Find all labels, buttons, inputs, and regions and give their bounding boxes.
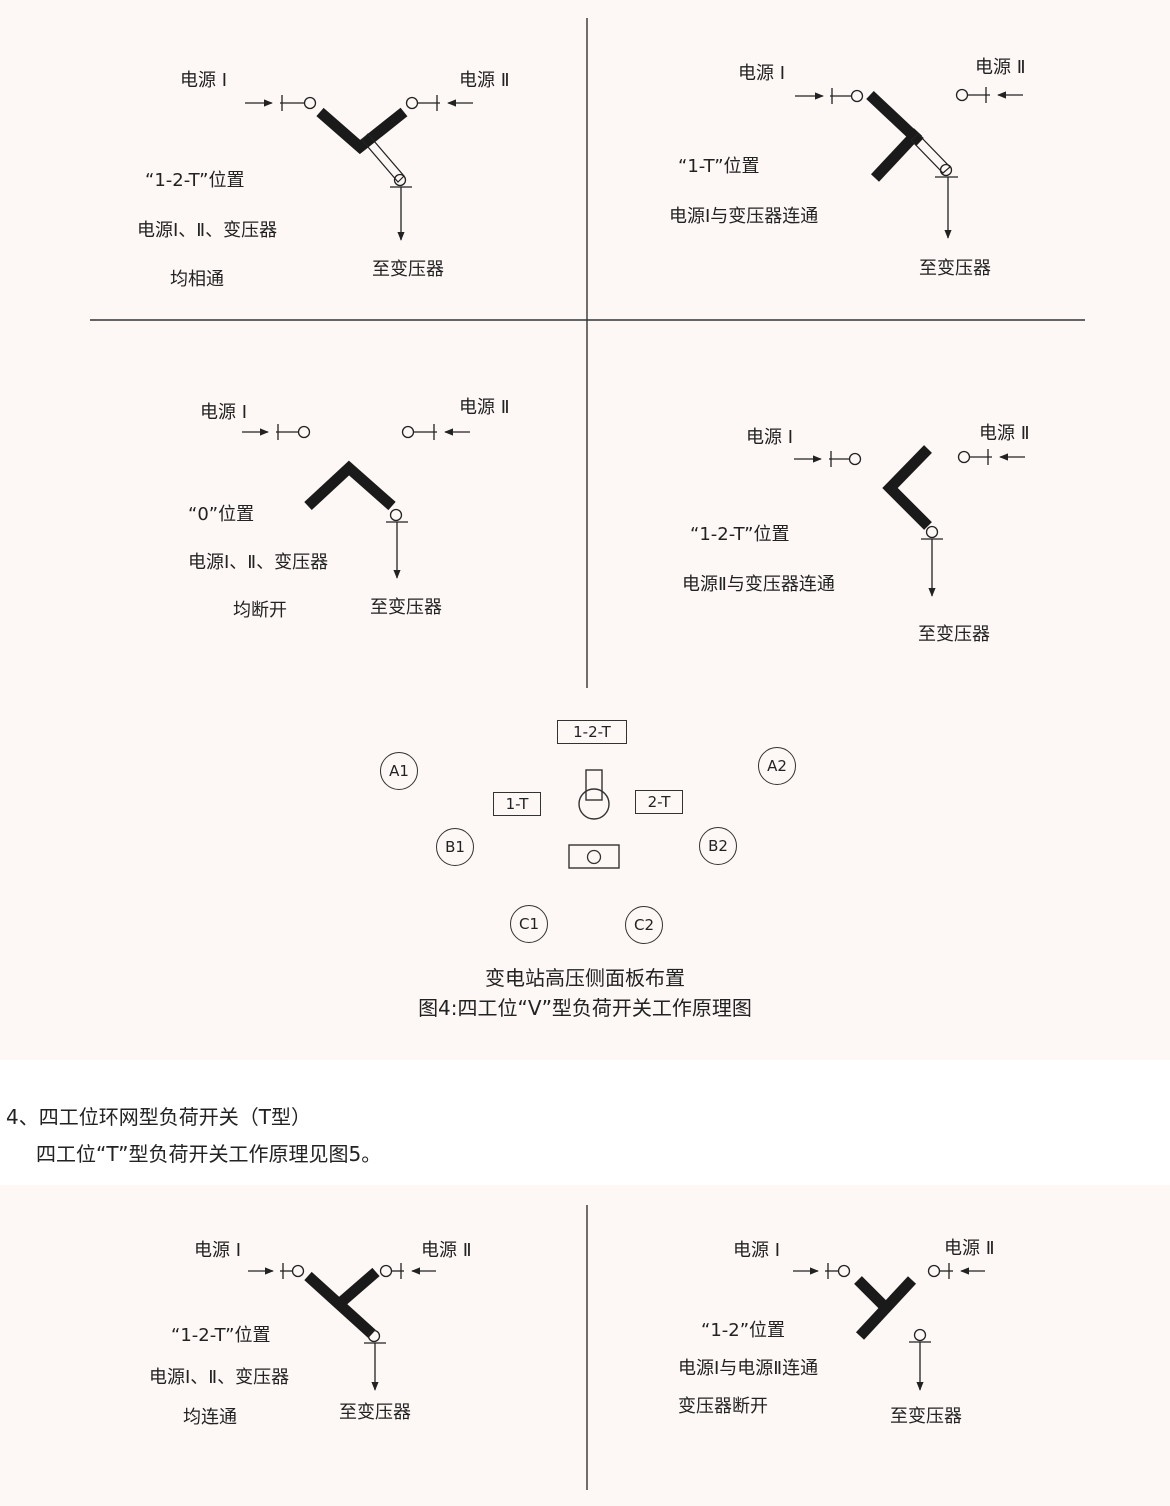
q4-blade: [882, 445, 932, 530]
q3-position-label: “0”位置: [188, 504, 255, 525]
panel-box-1-t: 1-T: [493, 792, 541, 816]
fig5-right-power1-label: 电源 Ⅰ: [733, 1240, 781, 1261]
q2-output-label: 至变压器: [919, 258, 991, 279]
q3-contact-t: [389, 508, 403, 522]
panel-circle-a1: A1: [380, 752, 418, 790]
q2-power2-label: 电源 Ⅱ: [975, 57, 1026, 78]
fig5-right-desc1: 电源Ⅰ与电源Ⅱ连通: [678, 1358, 819, 1379]
q4-output-label: 至变压器: [918, 624, 990, 645]
figure4-caption: 图4:四工位“V”型负荷开关工作原理图: [418, 996, 752, 1020]
panel-circle-b2: B2: [699, 827, 737, 865]
q3-power2-label: 电源 Ⅱ: [459, 397, 510, 418]
figure4-diagram: [90, 18, 1085, 869]
q3-switch: [242, 424, 470, 579]
fig5-left-desc1: 电源Ⅰ、Ⅱ、变压器: [149, 1367, 290, 1388]
fig5-right-position-label: “1-2”位置: [701, 1320, 786, 1341]
fig5-left-position-label: “1-2-T”位置: [171, 1325, 271, 1346]
fig5-right-output-label: 至变压器: [890, 1406, 962, 1427]
q4-power2-label: 电源 Ⅱ: [979, 423, 1030, 444]
fig5-right-power2-label: 电源 Ⅱ: [944, 1238, 995, 1259]
q4-position-label: “1-2-T”位置: [690, 524, 790, 545]
q2-contact-1: [850, 89, 864, 103]
q4-contact-1: [848, 452, 862, 466]
q1-contact-t: [393, 173, 407, 187]
q1-power2-label: 电源 Ⅱ: [459, 70, 510, 91]
q2-position-label: “1-T”位置: [678, 156, 760, 177]
figure4-panel: [0, 0, 1170, 1060]
fig5-left-power2-label: 电源 Ⅱ: [421, 1240, 472, 1261]
panel-operating-handle: [578, 769, 610, 820]
section4-body: 四工位“T”型负荷开关工作原理见图5。: [36, 1142, 382, 1166]
panel-circle-c1: C1: [510, 905, 548, 943]
panel-indicator: [568, 844, 620, 869]
section4-heading: 4、四工位环网型负荷开关（T型）: [6, 1105, 311, 1129]
panel-box-2-t: 2-T: [635, 790, 683, 814]
q3-power1-label: 电源 Ⅰ: [200, 402, 248, 423]
q1-contact-2: [405, 96, 419, 110]
q3-blade: [304, 460, 396, 511]
q1-power1-label: 电源 Ⅰ: [180, 70, 228, 91]
q1-blade: [316, 107, 408, 155]
q1-desc2: 均相通: [170, 269, 224, 290]
q4-contact-t: [925, 525, 939, 539]
q2-switch: [795, 87, 1023, 239]
q1-switch: [245, 95, 473, 241]
panel-box-1-2-t: 1-2-T: [557, 720, 627, 744]
q4-power1-label: 电源 Ⅰ: [746, 427, 794, 448]
fig5-left-desc2: 均连通: [183, 1407, 237, 1428]
fig5-right-desc2: 变压器断开: [678, 1396, 768, 1417]
q2-contact-2: [955, 88, 969, 102]
fig5-left-output-label: 至变压器: [339, 1402, 411, 1423]
figure4-panel-caption: 变电站高压侧面板布置: [485, 966, 685, 990]
q4-switch: [794, 445, 1025, 597]
q4-desc1: 电源Ⅱ与变压器连通: [682, 574, 835, 595]
figure5-panel: [0, 1185, 1170, 1506]
q1-output-label: 至变压器: [372, 259, 444, 280]
q1-desc1: 电源Ⅰ、Ⅱ、变压器: [137, 220, 278, 241]
q3-output-label: 至变压器: [370, 597, 442, 618]
q3-contact-2: [401, 425, 415, 439]
fig5-left-power1-label: 电源 Ⅰ: [194, 1240, 242, 1261]
panel-circle-b1: B1: [436, 828, 474, 866]
q3-contact-1: [297, 425, 311, 439]
panel-circle-a2: A2: [758, 747, 796, 785]
q1-contact-1: [303, 96, 317, 110]
q3-desc1: 电源Ⅰ、Ⅱ、变压器: [188, 552, 329, 573]
q2-power1-label: 电源 Ⅰ: [738, 63, 786, 84]
panel-circle-c2: C2: [625, 906, 663, 944]
q2-contact-t: [939, 163, 953, 177]
q2-desc1: 电源Ⅰ与变压器连通: [669, 206, 819, 227]
q3-desc2: 均断开: [233, 600, 287, 621]
q1-position-label: “1-2-T”位置: [145, 170, 245, 191]
q4-contact-2: [957, 450, 971, 464]
